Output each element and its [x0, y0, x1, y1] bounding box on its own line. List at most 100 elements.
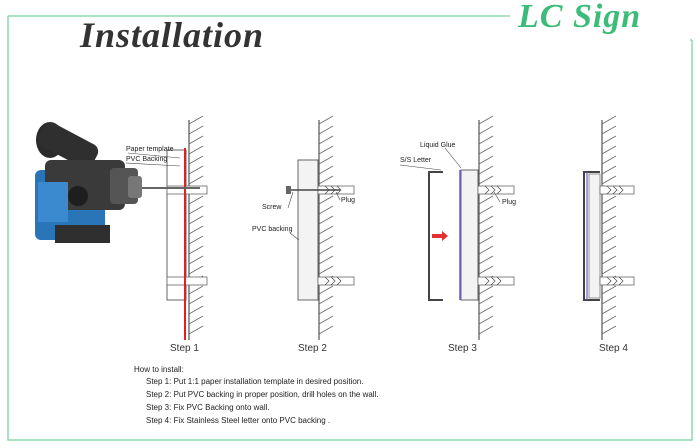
- label-paper-template: Paper template: [126, 146, 174, 153]
- label-liquid-glue: Liquid Glue: [420, 142, 456, 149]
- step1-drawing: [125, 115, 208, 340]
- wall-hatch-line: [478, 115, 494, 125]
- wall-hatch-line: [601, 235, 617, 245]
- wall-hatch-line: [478, 265, 494, 275]
- wall-hatch-line: [188, 215, 204, 225]
- wall-hatch-line: [188, 305, 204, 315]
- page-title: Installation: [80, 15, 265, 55]
- step-label-2: Step 2: [298, 343, 327, 354]
- wall-hatch-line: [478, 225, 494, 235]
- wall-hatch-line: [318, 265, 334, 275]
- wall-hatch-line: [318, 155, 334, 165]
- wall-hatch-line: [318, 195, 334, 205]
- wall-hatch-line: [601, 285, 617, 295]
- wall-hatch-line: [478, 245, 494, 255]
- wall-hatch-line: [601, 195, 617, 205]
- step4-drawing: [583, 115, 635, 340]
- label-ss-letter: S/S Letter: [400, 157, 432, 164]
- wall-hatch-line: [478, 175, 494, 185]
- brand-logo: LC Sign: [518, 0, 642, 35]
- wall-hatch-line: [478, 325, 494, 335]
- wall-hatch-line: [478, 295, 494, 305]
- wall-hatch-line: [318, 205, 334, 215]
- wall-hatch-line: [188, 315, 204, 325]
- label-pvc-backing: PVC Backing: [126, 156, 168, 163]
- wall-hatch-line: [318, 325, 334, 335]
- wall-hatch-line: [478, 145, 494, 155]
- wall-hatch-line: [601, 255, 617, 265]
- wall-hatch-line: [188, 145, 204, 155]
- wall-hatch-line: [188, 175, 204, 185]
- wall-hatch-line: [478, 285, 494, 295]
- wall-hatch-line: [318, 285, 334, 295]
- wall-hatch-line: [318, 315, 334, 325]
- wall-hatch-line: [318, 255, 334, 265]
- wall-hatch-line: [478, 235, 494, 245]
- wall-hatch-line: [601, 245, 617, 255]
- wall-hatch-line: [601, 155, 617, 165]
- wall-hatch-line: [318, 225, 334, 235]
- wall-hatch-line: [601, 305, 617, 315]
- wall-hatch-line: [188, 235, 204, 245]
- wall-hatch-line: [188, 205, 204, 215]
- wall-hatch-line: [601, 215, 617, 225]
- wall-hatch-line: [318, 295, 334, 305]
- green-frame: [7, 15, 693, 441]
- step-label-1: Step 1: [170, 343, 199, 354]
- wall-hatch-line: [318, 115, 334, 125]
- wall-hatch-line: [318, 235, 334, 245]
- howto-heading: How to install:: [134, 365, 184, 374]
- wall-hatch-line: [601, 125, 617, 135]
- wall-hatch-line: [478, 205, 494, 215]
- wall-hatch-line: [188, 225, 204, 235]
- wall-hatch-line: [478, 135, 494, 145]
- wall-hatch-line: [478, 255, 494, 265]
- wall-hatch-line: [188, 165, 204, 175]
- wall-hatch-line: [601, 135, 617, 145]
- label-plug-3: Plug: [502, 199, 517, 206]
- wall-hatch-line: [318, 175, 334, 185]
- wall-hatch-line: [601, 205, 617, 215]
- instruction-step-4: Step 4: Fix Stainless Steel letter onto …: [146, 416, 331, 425]
- wall-hatch-line: [601, 225, 617, 235]
- label-screw: Screw: [262, 204, 282, 211]
- wall-hatch-line: [188, 285, 204, 295]
- drill-icon: [35, 122, 142, 243]
- wall-hatch-line: [478, 195, 494, 205]
- wall-hatch-line: [478, 315, 494, 325]
- wall-hatch-line: [318, 215, 334, 225]
- wall-hatch-line: [318, 165, 334, 175]
- instruction-step-3: Step 3: Fix PVC Backing onto wall.: [146, 403, 270, 412]
- step-label-4: Step 4: [599, 343, 628, 354]
- wall-hatch-line: [601, 295, 617, 305]
- wall-hatch-line: [478, 215, 494, 225]
- wall-hatch-line: [601, 145, 617, 155]
- wall-hatch-line: [478, 155, 494, 165]
- wall-hatch-line: [601, 315, 617, 325]
- wall-hatch-line: [318, 135, 334, 145]
- step-label-3: Step 3: [448, 343, 477, 354]
- wall-hatch-line: [188, 255, 204, 265]
- wall-hatch-line: [601, 265, 617, 275]
- wall-hatch-line: [601, 165, 617, 175]
- instruction-step-2: Step 2: Put PVC backing in proper positi…: [146, 390, 379, 399]
- wall-hatch-line: [188, 325, 204, 335]
- wall-hatch-line: [601, 325, 617, 335]
- wall-hatch-line: [188, 245, 204, 255]
- wall-hatch-line: [188, 135, 204, 145]
- wall-hatch-line: [318, 305, 334, 315]
- instruction-step-1: Step 1: Put 1:1 paper installation templ…: [146, 377, 364, 386]
- wall-hatch-line: [188, 265, 204, 275]
- step2-drawing: [286, 115, 355, 340]
- wall-hatch-line: [601, 175, 617, 185]
- wall-hatch-line: [318, 145, 334, 155]
- wall-hatch-line: [601, 115, 617, 125]
- wall-hatch-line: [478, 165, 494, 175]
- step3-drawing: [399, 115, 515, 340]
- wall-hatch-line: [188, 295, 204, 305]
- wall-hatch-line: [188, 115, 204, 125]
- wall-hatch-line: [478, 125, 494, 135]
- wall-hatch-line: [478, 305, 494, 315]
